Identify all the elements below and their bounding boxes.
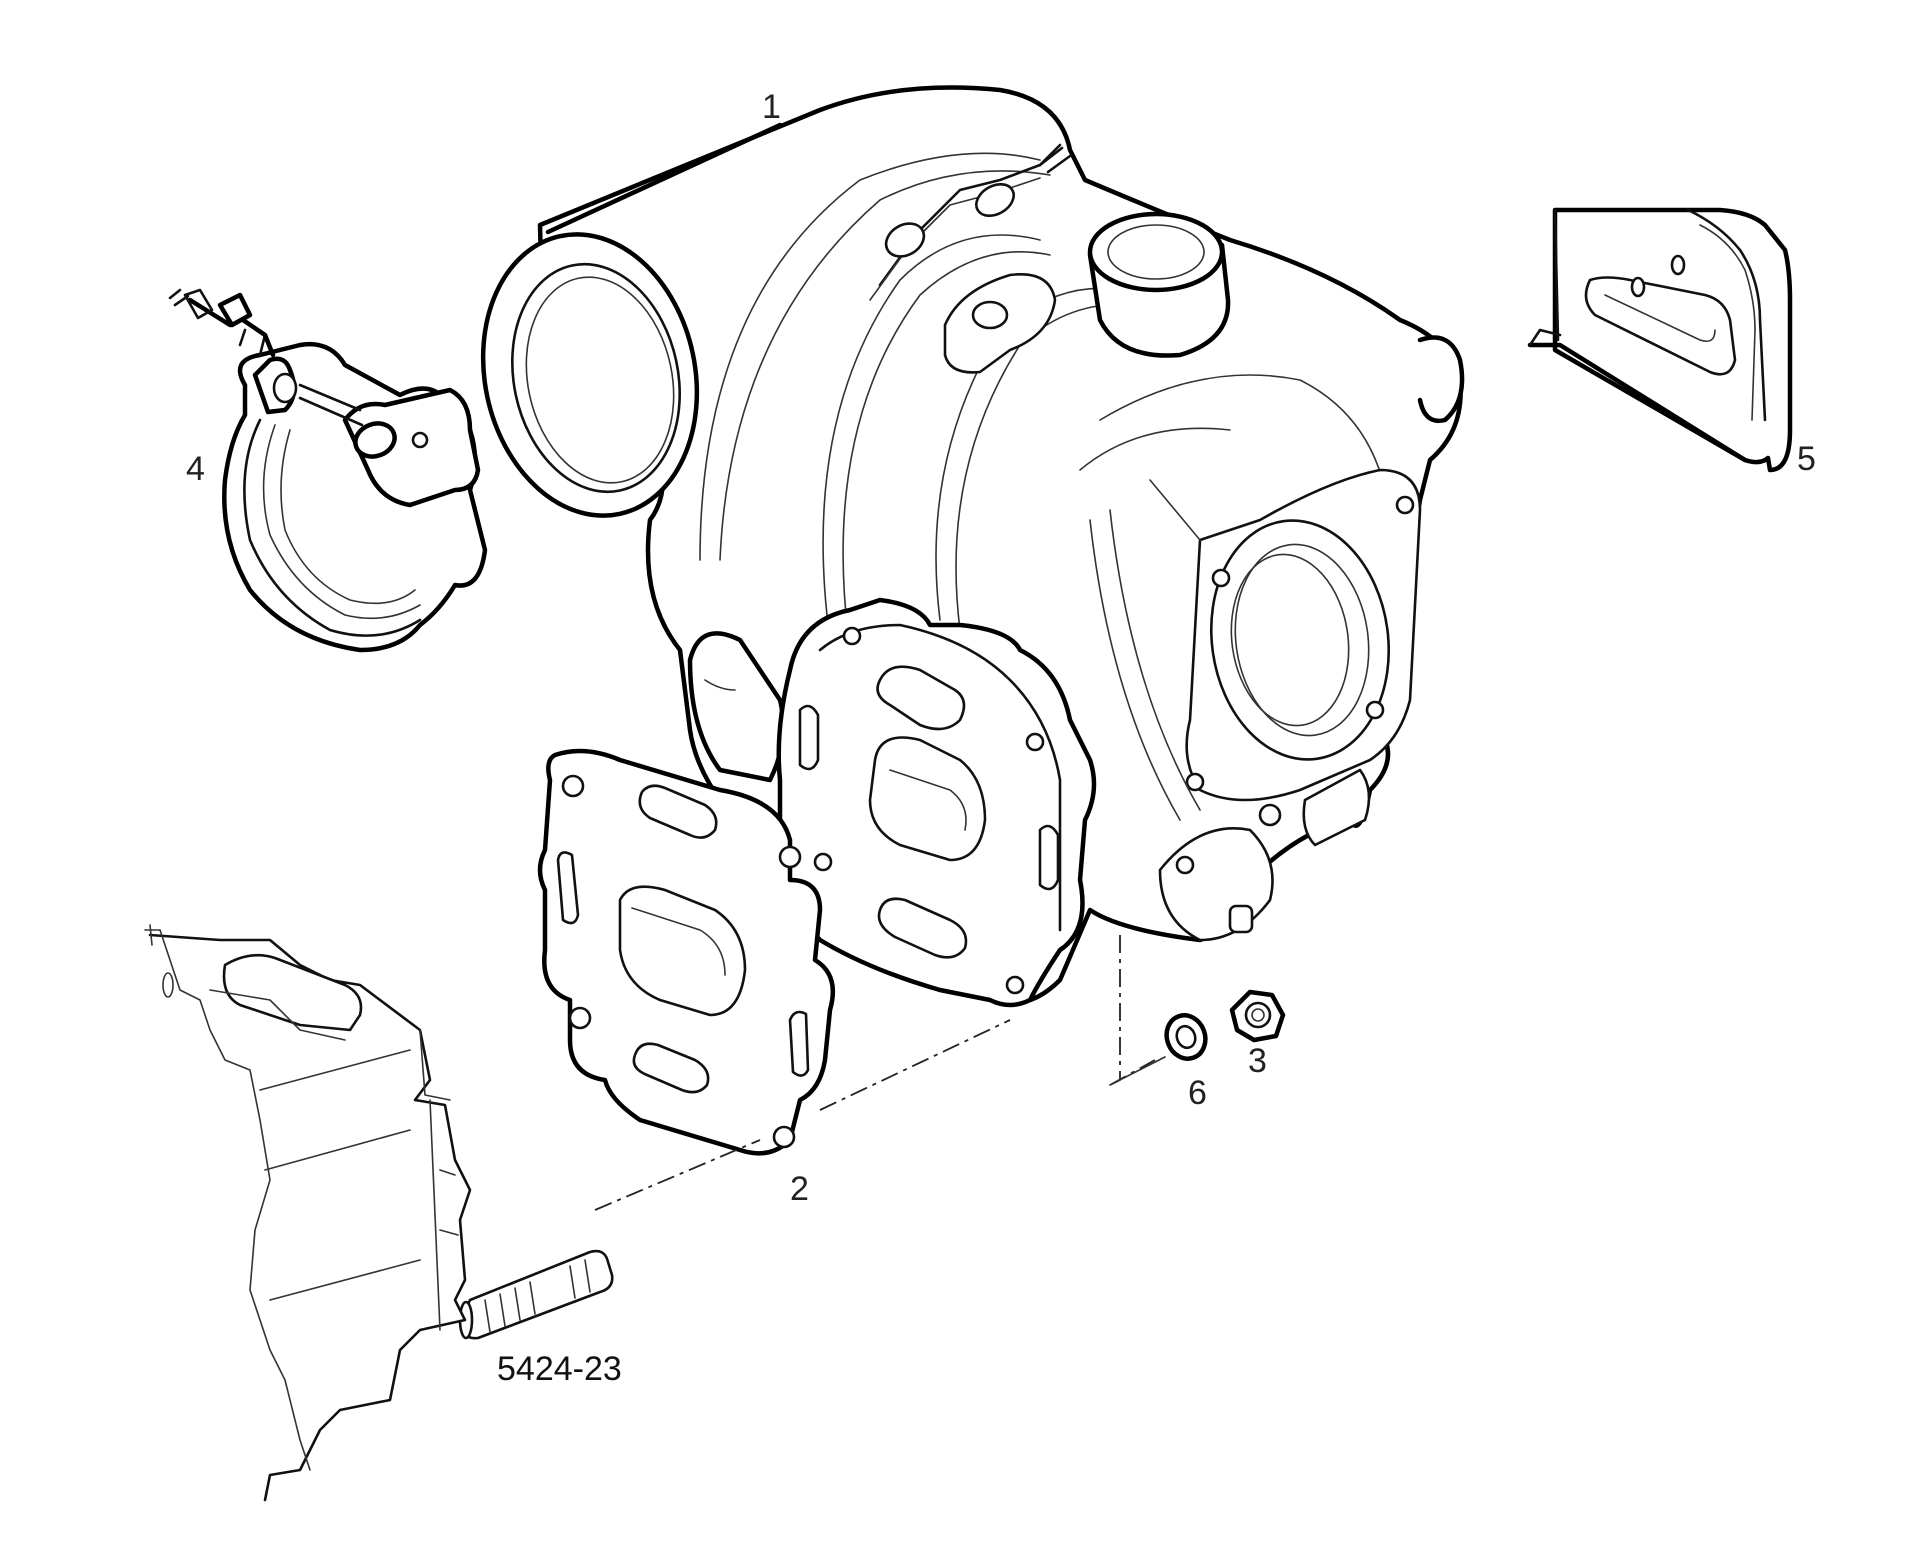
nut-part-3[interactable]: [1229, 989, 1286, 1043]
callout-2: 2: [790, 1170, 809, 1208]
v-band-clamp-part-4[interactable]: [168, 288, 488, 653]
callout-6: 6: [1188, 1074, 1207, 1112]
leader-line-6: [1109, 1056, 1166, 1086]
callout-1: 1: [762, 88, 781, 126]
turbocharger-part-1[interactable]: [458, 85, 1465, 1086]
washer-part-6[interactable]: [1161, 1010, 1212, 1064]
figure-id: 5424-23: [497, 1350, 622, 1388]
callout-3: 3: [1248, 1042, 1267, 1080]
exhaust-manifold-section: [144, 924, 472, 1502]
gasket-part-2[interactable]: [537, 748, 1011, 1211]
callout-4: 4: [186, 450, 205, 488]
heat-shield-part-5[interactable]: [1527, 207, 1793, 473]
stud-fastener[interactable]: [458, 1249, 614, 1340]
callout-5: 5: [1797, 440, 1816, 478]
